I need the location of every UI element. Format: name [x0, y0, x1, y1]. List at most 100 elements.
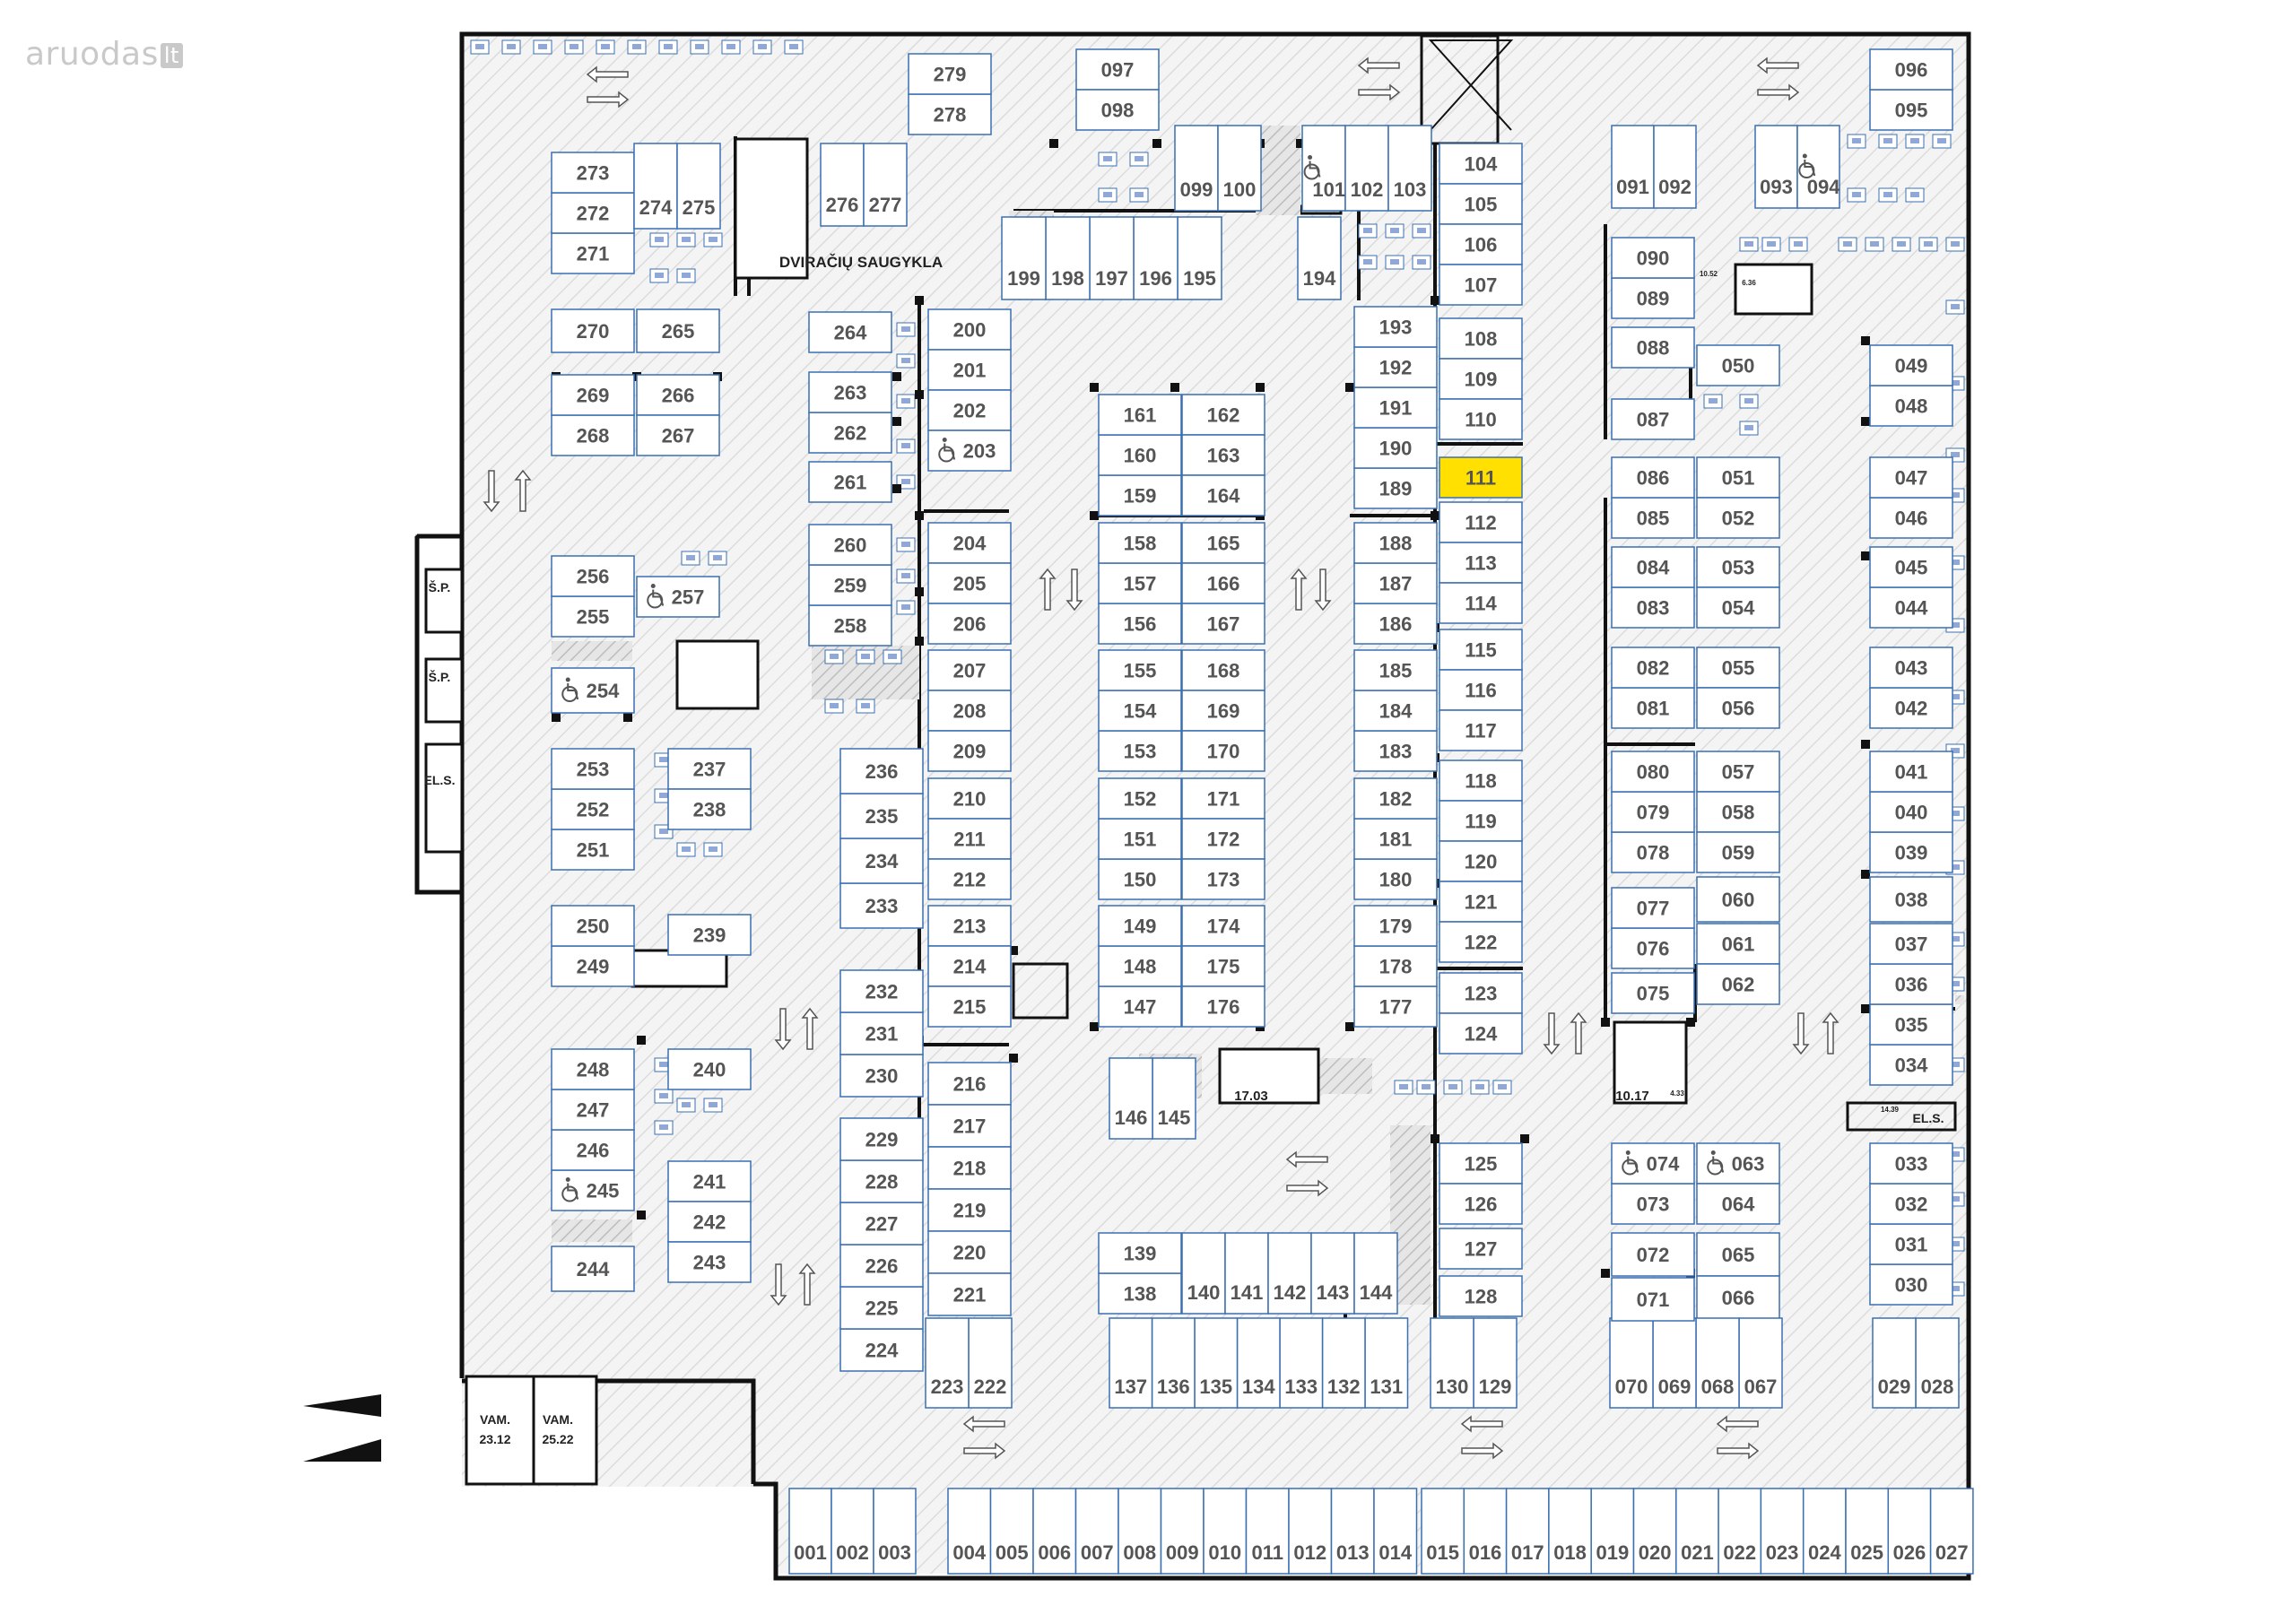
parking-spot[interactable]: 014 [1373, 1488, 1418, 1575]
parking-spot[interactable]: 060 [1696, 876, 1780, 923]
parking-spot[interactable]: 041 [1869, 751, 1953, 793]
parking-spot[interactable]: 194 [1297, 216, 1342, 300]
parking-spot[interactable]: 204 [927, 522, 1012, 564]
parking-spot[interactable]: 130 [1430, 1317, 1474, 1409]
parking-spot[interactable]: 188 [1353, 522, 1438, 564]
parking-spot[interactable]: 132 [1321, 1317, 1366, 1409]
parking-spot[interactable]: 120 [1439, 840, 1523, 882]
parking-spot[interactable]: 098 [1075, 89, 1160, 131]
parking-spot[interactable]: 038 [1869, 876, 1953, 923]
parking-spot[interactable]: 055 [1696, 647, 1780, 689]
parking-spot[interactable]: 181 [1353, 818, 1438, 860]
parking-spot[interactable]: 244 [551, 1245, 635, 1292]
parking-spot[interactable]: 021 [1675, 1488, 1719, 1575]
parking-spot[interactable]: 101 [1301, 125, 1346, 212]
parking-spot[interactable]: 193 [1353, 306, 1438, 348]
parking-spot[interactable]: 066 [1696, 1275, 1780, 1320]
parking-spot[interactable]: 234 [839, 838, 924, 884]
parking-spot[interactable]: 156 [1098, 603, 1182, 645]
parking-spot[interactable]: 264 [808, 311, 892, 353]
parking-spot[interactable]: 157 [1098, 562, 1182, 604]
parking-spot[interactable]: 086 [1611, 456, 1695, 499]
parking-spot[interactable]: 136 [1151, 1317, 1196, 1409]
parking-spot[interactable]: 109 [1439, 358, 1523, 400]
parking-spot[interactable]: 202 [927, 389, 1012, 431]
parking-spot[interactable]: 221 [927, 1272, 1012, 1316]
parking-spot[interactable]: 222 [968, 1317, 1013, 1409]
parking-spot[interactable]: 176 [1181, 985, 1265, 1028]
parking-spot[interactable]: 177 [1353, 985, 1438, 1028]
parking-spot[interactable]: 027 [1929, 1488, 1974, 1575]
parking-spot[interactable]: 058 [1696, 791, 1780, 833]
parking-spot[interactable]: 110 [1439, 398, 1523, 440]
parking-spot[interactable]: 067 [1738, 1317, 1783, 1409]
parking-spot[interactable]: 232 [839, 969, 924, 1013]
parking-spot[interactable]: 191 [1353, 386, 1438, 429]
parking-spot[interactable]: 187 [1353, 562, 1438, 604]
parking-spot[interactable]: 031 [1869, 1223, 1953, 1265]
parking-spot[interactable]: 137 [1109, 1317, 1153, 1409]
parking-spot[interactable]: 048 [1869, 385, 1953, 427]
parking-spot[interactable]: 141 [1224, 1232, 1269, 1315]
parking-spot[interactable]: 094 [1796, 125, 1840, 209]
parking-spot[interactable]: 260 [808, 524, 892, 566]
parking-spot[interactable]: 150 [1098, 858, 1182, 900]
parking-spot[interactable]: 253 [551, 748, 635, 790]
parking-spot[interactable]: 238 [667, 788, 752, 830]
parking-spot[interactable]: 075 [1611, 972, 1695, 1014]
parking-spot[interactable]: 277 [863, 143, 908, 227]
parking-spot[interactable]: 199 [1001, 216, 1047, 300]
parking-spot[interactable]: 106 [1439, 223, 1523, 265]
parking-spot[interactable]: 001 [788, 1488, 832, 1575]
parking-spot[interactable]: 223 [925, 1317, 970, 1409]
parking-spot[interactable]: 174 [1181, 905, 1265, 947]
parking-spot[interactable]: 073 [1611, 1183, 1695, 1225]
parking-spot[interactable]: 092 [1653, 125, 1697, 209]
parking-spot[interactable]: 146 [1109, 1057, 1153, 1140]
parking-spot[interactable]: 192 [1353, 346, 1438, 388]
parking-spot[interactable]: 155 [1098, 649, 1182, 691]
parking-spot[interactable]: 035 [1869, 1003, 1953, 1046]
parking-spot[interactable]: 218 [927, 1146, 1012, 1190]
parking-spot[interactable]: 040 [1869, 791, 1953, 833]
parking-spot[interactable]: 162 [1181, 394, 1265, 436]
parking-spot[interactable]: 139 [1098, 1232, 1182, 1274]
parking-spot[interactable]: 036 [1869, 963, 1953, 1005]
parking-spot[interactable]: 122 [1439, 921, 1523, 963]
parking-spot[interactable]: 190 [1353, 427, 1438, 469]
parking-spot[interactable]: 047 [1869, 456, 1953, 499]
parking-spot[interactable]: 002 [831, 1488, 874, 1575]
parking-spot[interactable]: 170 [1181, 730, 1265, 772]
parking-spot[interactable]: 154 [1098, 690, 1182, 732]
parking-spot[interactable]: 127 [1439, 1228, 1523, 1270]
parking-spot[interactable]: 163 [1181, 434, 1265, 476]
parking-spot[interactable]: 228 [839, 1159, 924, 1203]
parking-spot[interactable]: 057 [1696, 751, 1780, 793]
parking-spot[interactable]: 262 [808, 412, 892, 454]
parking-spot[interactable]: 248 [551, 1048, 635, 1090]
parking-spot[interactable]: 108 [1439, 317, 1523, 360]
parking-spot[interactable]: 196 [1133, 216, 1178, 300]
parking-spot[interactable]: 042 [1869, 687, 1953, 729]
parking-spot[interactable]: 224 [839, 1328, 924, 1372]
parking-spot[interactable]: 149 [1098, 905, 1182, 947]
parking-spot[interactable]: 165 [1181, 522, 1265, 564]
parking-spot[interactable]: 266 [636, 374, 720, 416]
parking-spot[interactable]: 068 [1695, 1317, 1740, 1409]
parking-spot[interactable]: 064 [1696, 1183, 1780, 1225]
parking-spot[interactable]: 089 [1611, 277, 1695, 319]
parking-spot[interactable]: 189 [1353, 467, 1438, 509]
parking-spot[interactable]: 115 [1439, 629, 1523, 671]
parking-spot[interactable]: 005 [989, 1488, 1034, 1575]
parking-spot[interactable]: 276 [820, 143, 865, 227]
parking-spot[interactable]: 143 [1310, 1232, 1355, 1315]
parking-spot[interactable]: 072 [1611, 1232, 1695, 1277]
parking-spot[interactable]: 168 [1181, 649, 1265, 691]
parking-spot[interactable]: 200 [927, 308, 1012, 351]
parking-spot[interactable]: 071 [1611, 1277, 1695, 1322]
parking-spot[interactable]: 063 [1696, 1142, 1780, 1185]
parking-spot[interactable]: 080 [1611, 751, 1695, 793]
parking-spot[interactable]: 236 [839, 748, 924, 794]
parking-spot[interactable]: 034 [1869, 1044, 1953, 1086]
parking-spot[interactable]: 113 [1439, 542, 1523, 584]
